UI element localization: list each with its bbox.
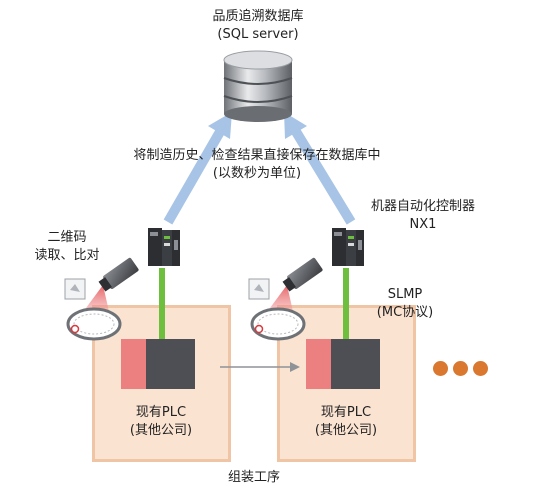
code-reader-target-icon-1 [66, 307, 122, 341]
flow-description-line2: (以数秒为单位) [212, 166, 302, 181]
plc-dark-block-2 [331, 339, 380, 389]
plc-red-block-1 [121, 339, 146, 389]
database-subtitle: (SQL server) [217, 27, 299, 42]
continuation-dot-2 [453, 361, 468, 376]
controller-label-line2: NX1 [409, 217, 437, 232]
upload-arrow-left [163, 112, 232, 225]
code-reader-label-line1: 二维码 [47, 230, 87, 245]
green-link-2 [343, 268, 349, 339]
protocol-label-line1: SLMP [387, 287, 423, 302]
plc-label-1-line2: (其他公司) [129, 423, 193, 438]
plc-label-2-line2: (其他公司) [314, 423, 378, 438]
code-reader-target-icon-2 [250, 307, 306, 341]
database-title: 品质追溯数据库 [212, 9, 304, 24]
process-flow-arrow [220, 362, 300, 372]
database-icon [223, 50, 293, 122]
code-reader-camera-icon-2 [248, 257, 323, 316]
code-reader-camera-icon-1 [64, 257, 139, 316]
plc-label-2-line1: 现有PLC [320, 405, 372, 420]
protocol-label-line2: (MC协议) [376, 305, 434, 320]
controller-icon-2 [332, 228, 364, 266]
upload-arrow-right [284, 112, 356, 225]
plc-red-block-2 [306, 339, 331, 389]
continuation-dot-3 [473, 361, 488, 376]
green-link-1 [159, 268, 165, 339]
controller-icon-1 [148, 228, 180, 266]
controller-label-line1: 机器自动化控制器 [370, 199, 475, 214]
process-label: 组装工序 [227, 470, 280, 485]
plc-dark-block-1 [146, 339, 195, 389]
flow-description-line1: 将制造历史、检查结果直接保存在数据库中 [133, 148, 381, 163]
continuation-dot-1 [433, 361, 448, 376]
code-reader-label-line2: 读取、比对 [34, 248, 100, 263]
plc-label-1-line1: 现有PLC [135, 405, 187, 420]
